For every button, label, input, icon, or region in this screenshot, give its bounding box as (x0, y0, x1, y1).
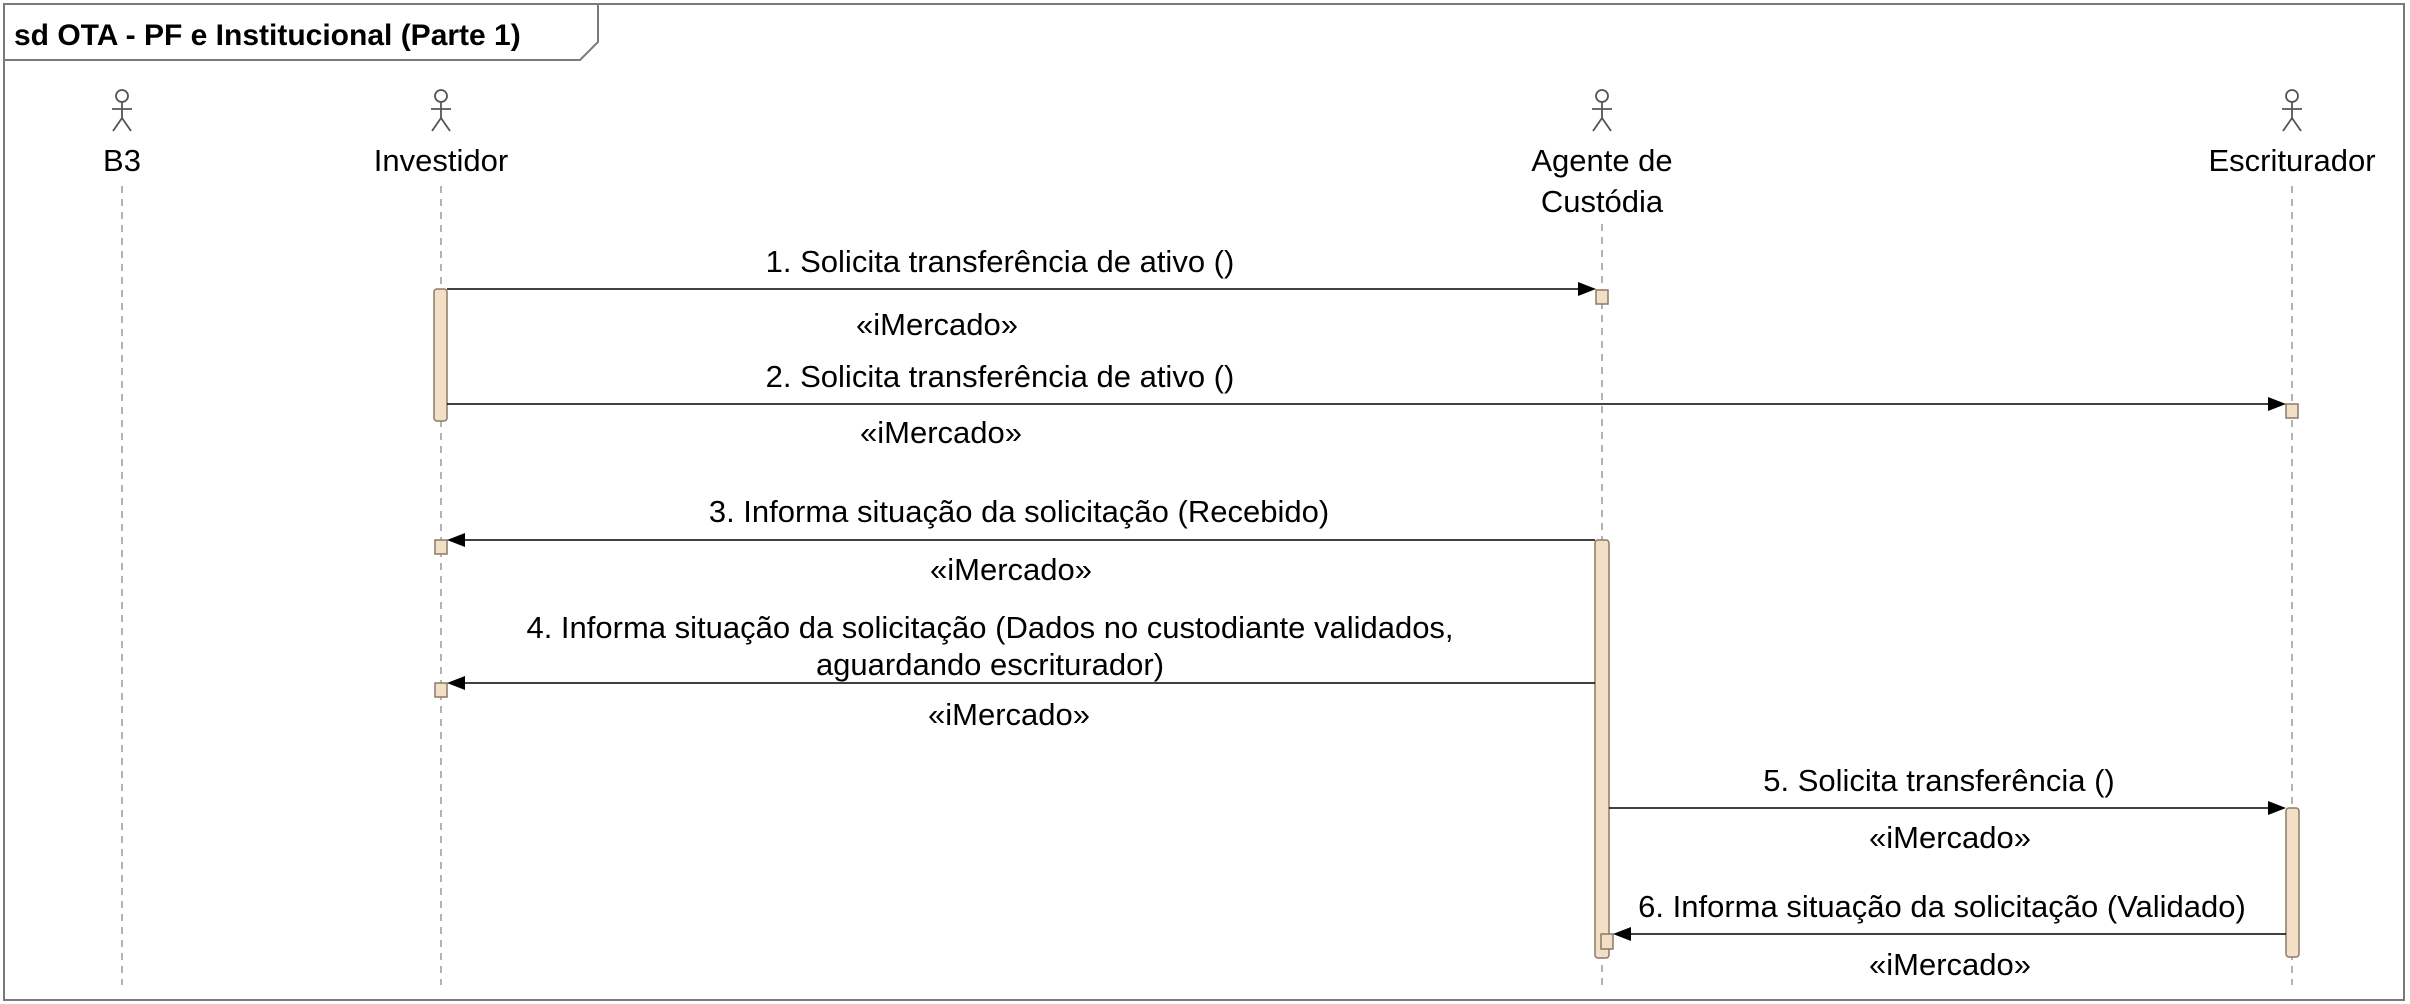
arrow-head-icon (447, 533, 465, 547)
arrow-head-icon (1578, 282, 1596, 296)
actor-icon (1592, 89, 1612, 132)
actor-icon (112, 89, 132, 132)
activation-agente-long (1594, 539, 1610, 959)
message-stereotype: «iMercado» (1869, 820, 2031, 855)
actor-label-investidor: Investidor (374, 143, 508, 178)
arrow-head-icon (447, 676, 465, 690)
message-3: 3. Informa situação da solicitação (Rece… (447, 494, 1595, 587)
message-1: 1. Solicita transferência de ativo () «i… (447, 244, 1596, 342)
frame-title-tab (4, 4, 599, 61)
message-label: 6. Informa situação da solicitação (Vali… (1638, 889, 2246, 924)
actor-icon (431, 89, 451, 132)
activation-escriturador-receive-2 (2285, 403, 2299, 419)
message-6: 6. Informa situação da solicitação (Vali… (1613, 889, 2286, 982)
message-stereotype: «iMercado» (928, 697, 1090, 732)
diagram-frame (3, 3, 2405, 1001)
activation-investidor-send (433, 288, 448, 422)
message-label: 3. Informa situação da solicitação (Rece… (709, 494, 1329, 529)
activation-investidor-receive-4 (434, 682, 448, 698)
activation-agente-receive-1 (1595, 289, 1609, 305)
message-label: 2. Solicita transferência de ativo () (766, 359, 1235, 394)
arrow-head-icon (2268, 801, 2286, 815)
message-label: 1. Solicita transferência de ativo () (766, 244, 1235, 279)
frame-title: sd OTA - PF e Institucional (Parte 1) (14, 19, 521, 52)
message-stereotype: «iMercado» (1869, 947, 2031, 982)
activation-agente-receive-6 (1600, 933, 1614, 950)
actor-label-agente-line2: Custódia (1541, 184, 1664, 219)
message-stereotype: «iMercado» (930, 552, 1092, 587)
actor-label-escriturador: Escriturador (2208, 143, 2375, 178)
activation-escriturador-long (2285, 807, 2300, 958)
message-stereotype: «iMercado» (856, 307, 1018, 342)
message-4: 4. Informa situação da solicitação (Dado… (447, 610, 1595, 732)
activation-investidor-receive-3 (434, 539, 448, 555)
arrow-head-icon (2268, 397, 2286, 411)
message-5: 5. Solicita transferência () «iMercado» (1609, 763, 2286, 855)
arrow-head-icon (1613, 927, 1631, 941)
actor-label-b3: B3 (103, 143, 141, 178)
actor-b3: B3 (103, 89, 141, 985)
message-stereotype: «iMercado» (860, 415, 1022, 450)
message-2: 2. Solicita transferência de ativo () «i… (447, 359, 2286, 450)
message-label-line2: aguardando escriturador) (816, 647, 1164, 682)
actor-label-agente: Agente de (1531, 143, 1672, 178)
message-label: 5. Solicita transferência () (1763, 763, 2114, 798)
actor-icon (2282, 89, 2302, 132)
message-label: 4. Informa situação da solicitação (Dado… (526, 610, 1453, 645)
